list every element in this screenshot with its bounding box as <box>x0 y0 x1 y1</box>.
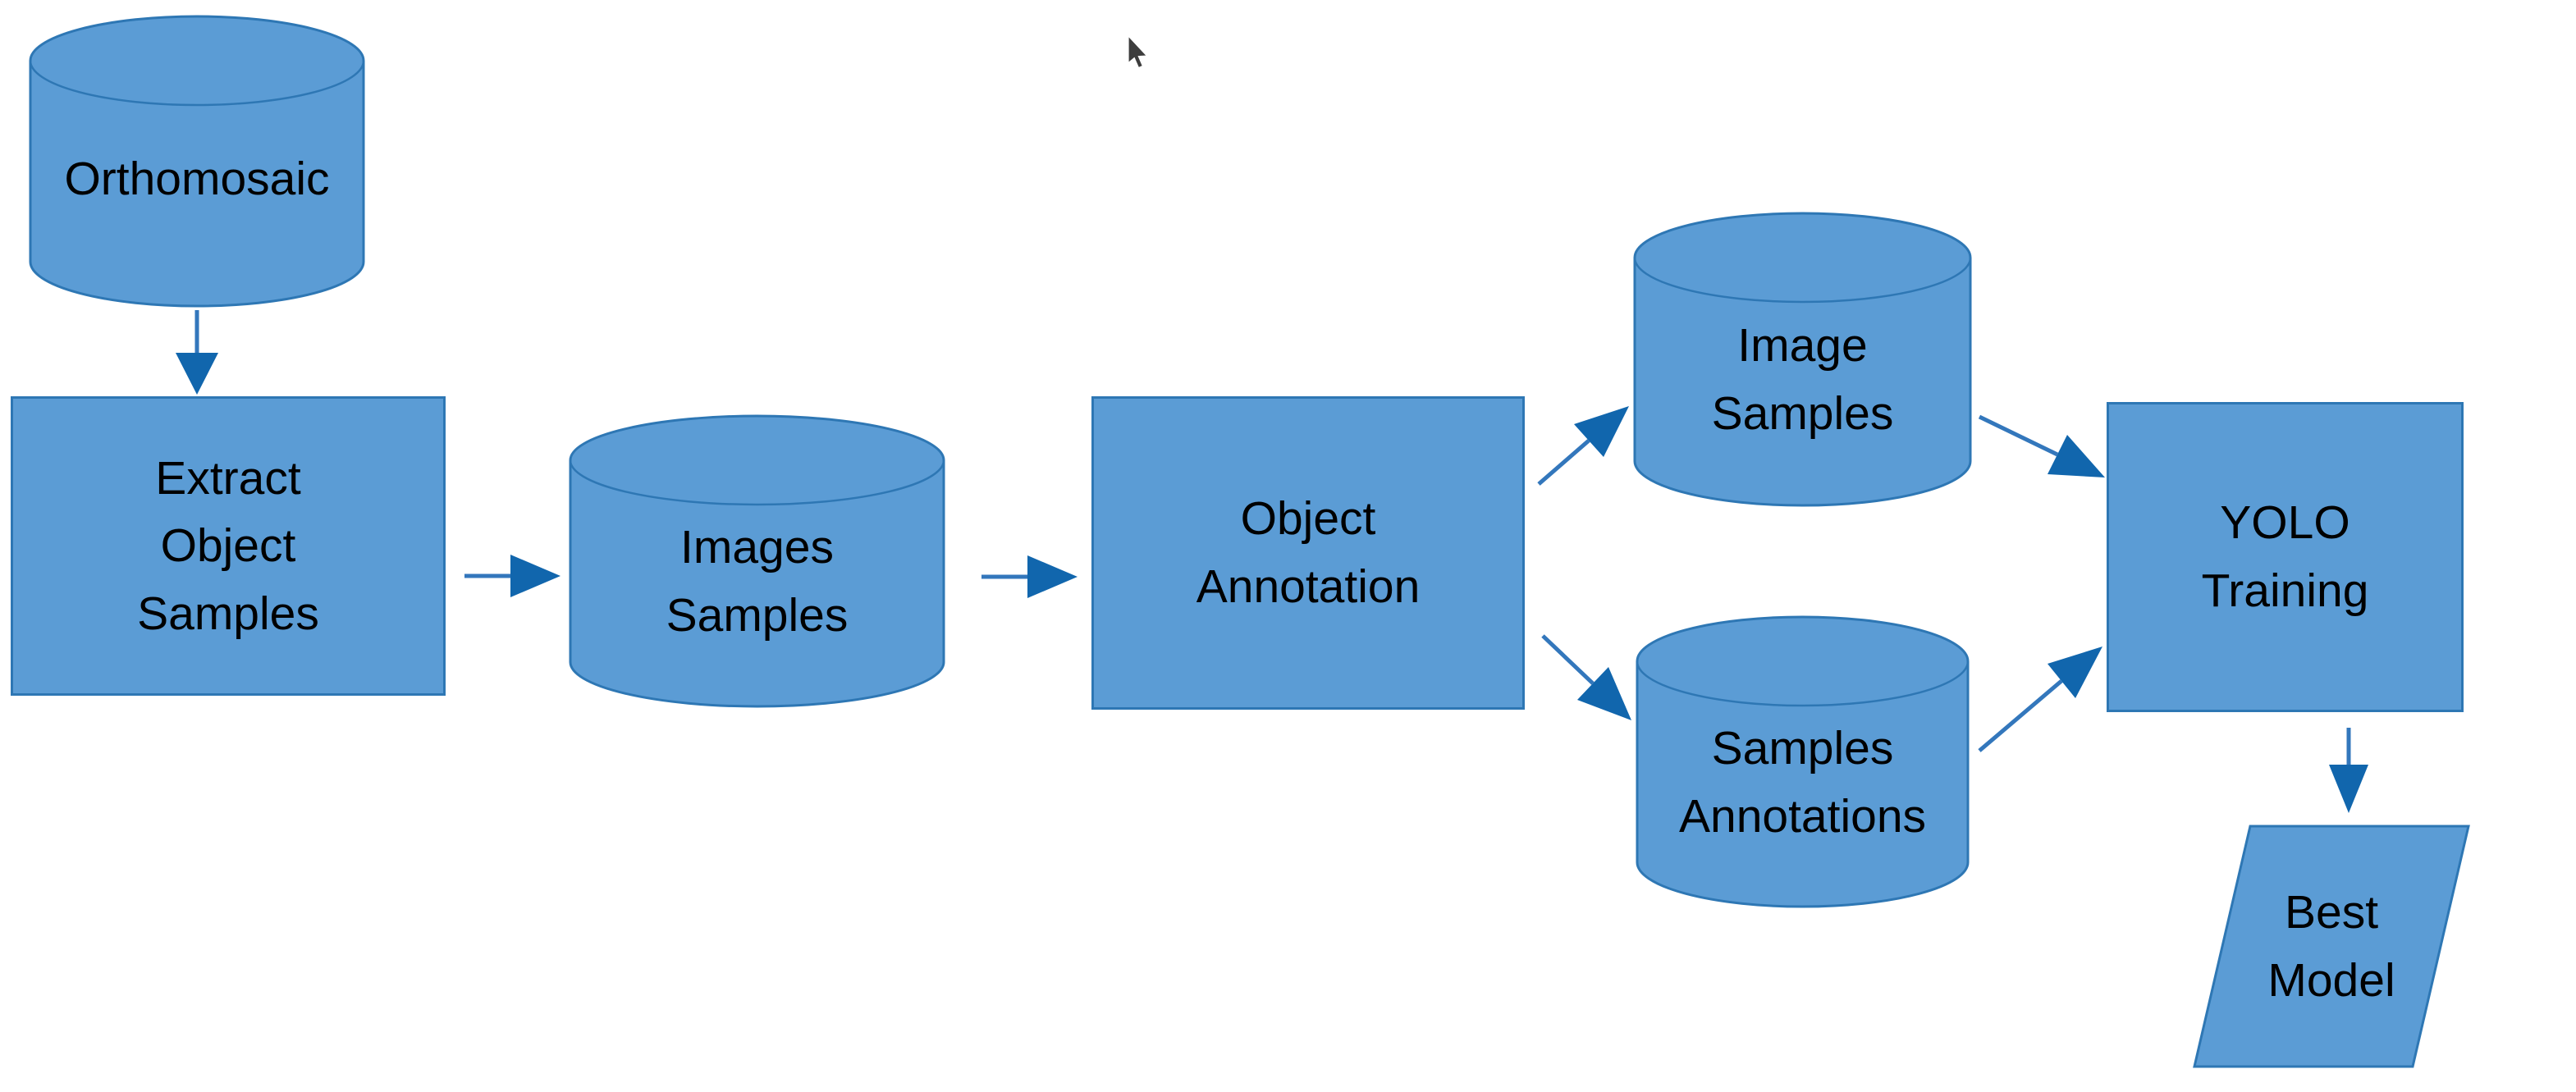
node-object-annotation[interactable]: Object Annotation <box>1091 396 1525 710</box>
connector-object-annotation-to-samples-annotations[interactable] <box>1541 634 1631 720</box>
connector-samples-annotations-to-yolo[interactable] <box>1978 647 2102 752</box>
node-label-object-annotation: Object Annotation <box>1196 492 1421 613</box>
node-orthomosaic[interactable]: Orthomosaic <box>29 15 365 308</box>
cylinder-shape <box>29 15 365 308</box>
node-images-samples[interactable]: Images Samples <box>569 414 945 708</box>
node-image-samples[interactable]: Image Samples <box>1633 212 1972 507</box>
cylinder-shape <box>569 414 945 708</box>
cylinder-shape <box>1636 615 1970 908</box>
node-extract-object-samples[interactable]: Extract Object Samples <box>11 396 446 696</box>
node-best-model[interactable]: Best Model <box>2193 825 2470 1068</box>
mouse-cursor <box>1128 34 1148 69</box>
connector-images-samples-to-object-annotation[interactable] <box>981 555 1078 598</box>
connector-extract-to-images-samples[interactable] <box>464 555 560 597</box>
connector-yolo-to-best-model[interactable] <box>2329 728 2368 813</box>
parallelogram-shape <box>2193 825 2470 1068</box>
node-yolo-training[interactable]: YOLO Training <box>2107 402 2464 712</box>
cylinder-shape <box>1633 212 1972 507</box>
connector-orthomosaic-to-extract[interactable] <box>176 310 218 395</box>
node-label-yolo-training: YOLO Training <box>2201 496 2369 617</box>
connector-object-annotation-to-image-samples[interactable] <box>1537 406 1629 486</box>
node-samples-annotations[interactable]: Samples Annotations <box>1636 615 1970 908</box>
connector-image-samples-to-yolo[interactable] <box>1978 414 2105 477</box>
node-label-extract-object-samples: Extract Object Samples <box>137 451 319 640</box>
